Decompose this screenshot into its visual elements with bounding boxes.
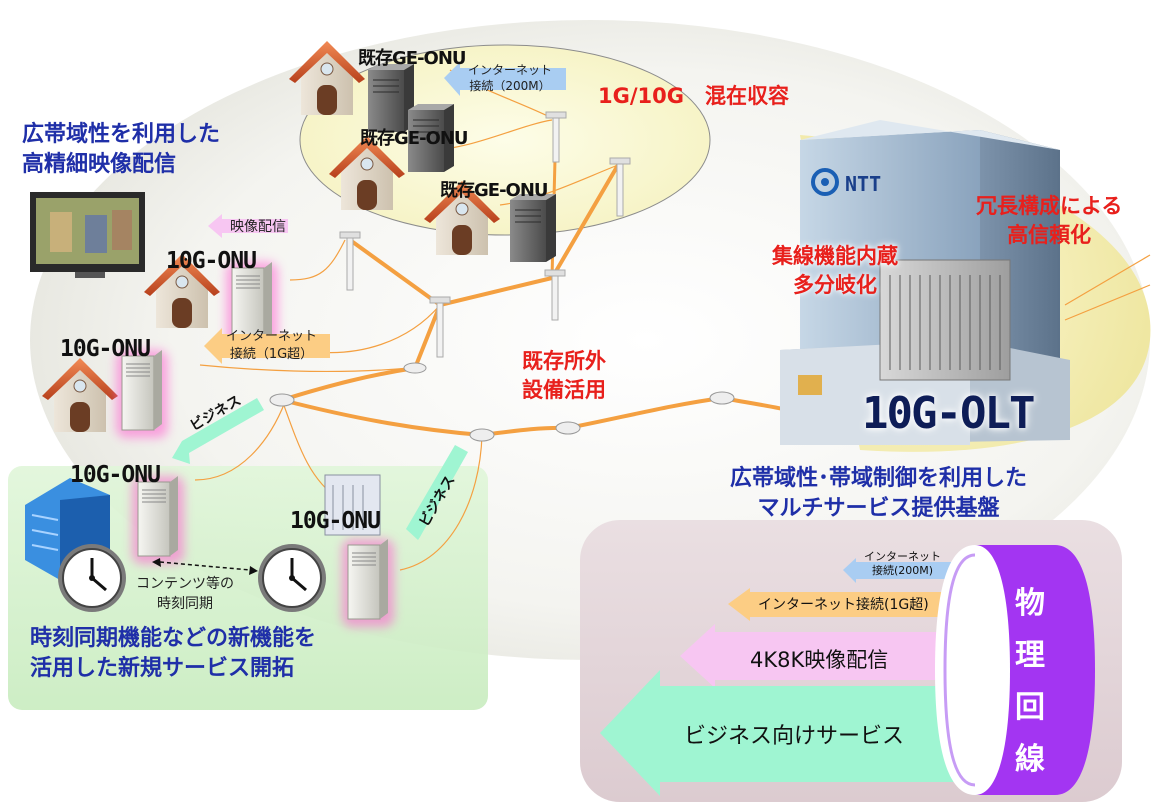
ge-onu-icon [509, 193, 557, 263]
existing-outside-plant-label: 既存所外 設備活用 [522, 349, 606, 402]
business-arrow [172, 398, 264, 464]
time-sync-label: コンテンツ等の 時刻同期 [136, 576, 234, 612]
ge-onu-label: 既存GE-ONU [360, 128, 469, 149]
business-arrow [406, 445, 468, 540]
house-icon [41, 357, 119, 433]
physical-line-bar [935, 545, 1095, 795]
internet-1g-label: インターネット 接続（1G超） [226, 329, 318, 362]
clock-icon [256, 542, 328, 614]
10g-onu-icon [342, 539, 394, 627]
redundancy-label: 冗長構成による 高信頼化 [976, 194, 1123, 247]
tv-monitor-icon [30, 192, 145, 278]
server-icon [324, 474, 381, 536]
house-icon [288, 40, 366, 116]
arrow-label-business: ビジネス向けサービス [684, 724, 905, 749]
ge-onu-icon [367, 63, 415, 133]
splitters [269, 362, 735, 442]
sync-arrow [159, 561, 251, 571]
olt-label: 10G-OLT [862, 388, 1035, 439]
ge-onu-label: 既存GE-ONU [358, 48, 467, 69]
video-delivery-label: 映像配信 [230, 219, 286, 235]
ntt-logo-text: NTT [845, 172, 882, 196]
ntt-building-icon [780, 120, 1070, 445]
physical-line-label: 物 理 回 線 [1015, 586, 1045, 777]
10g-onu-icon [132, 476, 184, 564]
10g-onu-label: 10G-ONU [166, 248, 257, 274]
video-delivery-arrow [208, 214, 288, 238]
internet-1g-arrow [204, 328, 330, 364]
hd-video-label: 広帯域性を利用した 高精細映像配信 [22, 122, 221, 177]
new-service-label: 時刻同期機能などの新機能を 活用した新規サービス開拓 [30, 626, 317, 681]
clock-icon [56, 542, 128, 614]
10g-onu-label: 10G-ONU [60, 336, 151, 362]
arrow-label-internet-200m: インターネット 接続(200M) [864, 550, 941, 577]
utility-poles [339, 111, 631, 358]
arrow-label-internet-1g: インターネット接続(1G超) [758, 597, 929, 613]
10g-onu-label: 10G-ONU [290, 508, 381, 534]
10g-onu-icon [116, 350, 168, 438]
10g-onu-label: 10G-ONU [70, 462, 161, 488]
concentrator-label: 集線機能内蔵 多分岐化 [772, 244, 898, 297]
internet-200m-arrow [444, 62, 566, 96]
internet-200m-label: インターネット 接続（200M） [468, 63, 553, 93]
arrow-label-4k8k: 4K8K映像配信 [750, 648, 889, 672]
mixed-accommodation-label: 1G/10G 混在収容 [598, 84, 789, 108]
ge-onu-label: 既存GE-ONU [440, 180, 549, 201]
service-arrows [600, 558, 980, 796]
multiservice-label: 広帯域性･帯域制御を利用した マルチサービス提供基盤 [730, 466, 1028, 521]
